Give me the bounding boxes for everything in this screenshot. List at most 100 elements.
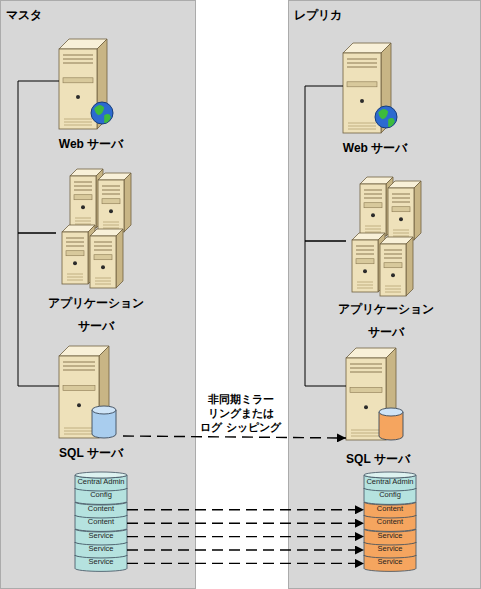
layer-body (75, 542, 127, 558)
site-panel: Web サーバアプリケーション サーバSQL サーバCentral AdminC… (0, 0, 196, 589)
tower-side (124, 173, 131, 232)
server-label: アプリケーション サーバ (334, 298, 438, 344)
layer-label: Config (364, 490, 416, 500)
tower-button (363, 269, 367, 273)
tower-slot (350, 364, 382, 365)
database-top (379, 408, 403, 416)
tower-bay (74, 195, 92, 200)
tower-vent (103, 228, 119, 229)
tower-side (406, 237, 413, 296)
tower-slot (63, 366, 95, 367)
server-tower (388, 181, 421, 240)
layer-body (75, 515, 127, 531)
tower-slot (347, 67, 377, 68)
replication-arrow (127, 563, 364, 564)
tower-bay (356, 259, 374, 264)
tower-vent (385, 286, 401, 287)
replication-arrow (127, 509, 364, 510)
tower-vent (95, 281, 111, 282)
database-layer: Content (364, 515, 416, 528)
layer-label: Content (364, 504, 416, 514)
tower-slot (63, 59, 93, 60)
tower-front (360, 184, 386, 236)
tower-bay (347, 82, 377, 87)
tower-button (73, 261, 77, 265)
tower-slot (356, 254, 374, 255)
database-layer: Service (75, 555, 127, 568)
panel-heading: マスタ (6, 7, 42, 23)
application-server: アプリケーション サーバ (56, 169, 136, 339)
tower-slot (356, 246, 374, 247)
layer-body (75, 488, 127, 504)
tower-vent (64, 428, 94, 429)
database-layer: Content (364, 502, 416, 515)
tower-button (76, 95, 80, 99)
database-layer: Service (364, 542, 416, 555)
tower-bay (63, 78, 93, 83)
tower-slot (94, 246, 112, 247)
tower-vent (357, 282, 373, 283)
tower-vent (67, 274, 83, 275)
tower-bay (384, 263, 402, 268)
tower-vent (67, 280, 83, 281)
layer-body (364, 542, 416, 558)
server-label: Web サーバ (343, 140, 407, 156)
tower-slot (102, 186, 120, 187)
server-tower (380, 237, 413, 296)
tower-slot (350, 368, 382, 369)
tower-button (399, 217, 403, 221)
tower-vent (348, 129, 376, 130)
layer-body (364, 475, 416, 491)
tower-front (380, 244, 406, 296)
database-symbol (92, 406, 116, 438)
database-symbol (379, 408, 403, 440)
tower-bay (66, 251, 84, 256)
replication-arrow (127, 536, 364, 537)
tower-vent (365, 226, 381, 227)
tower-slot (384, 254, 402, 255)
tower-vent (357, 285, 373, 286)
tower-slot (66, 246, 84, 247)
tower-vent (351, 433, 381, 434)
tower-slot (74, 190, 92, 191)
tower-button (371, 213, 375, 217)
network-line (18, 233, 59, 386)
tower-slot (347, 59, 377, 60)
replication-arrow (127, 522, 364, 523)
tower-vent (385, 292, 401, 293)
tower-slot (392, 198, 410, 199)
server-icon (346, 346, 410, 468)
server-icon (343, 41, 407, 153)
tower-vent (365, 229, 381, 230)
database-layer: Service (364, 529, 416, 542)
tower-front (98, 180, 124, 232)
layer-body (364, 488, 416, 504)
network-line (305, 86, 346, 241)
layer-label: Service (75, 544, 127, 554)
tower-vent (103, 222, 119, 223)
tower-vent (67, 277, 83, 278)
server-label: SQL サーバ (346, 451, 410, 467)
tower-vent (75, 218, 91, 219)
tower-button (77, 403, 81, 407)
tower-vent (64, 434, 94, 435)
layer-body (364, 515, 416, 531)
tower-slot (364, 198, 382, 199)
server-icon (56, 169, 136, 339)
globe-land (388, 118, 395, 127)
tower-slot (94, 250, 112, 251)
server-icon (346, 177, 426, 347)
tower-slot (347, 63, 377, 64)
tower-vent (103, 225, 119, 226)
database-layer: Central Admin (364, 475, 416, 488)
tower-front (352, 240, 378, 292)
layer-label: Service (75, 557, 127, 567)
tower-button (109, 209, 113, 213)
tower-front (388, 188, 414, 240)
layer-body (75, 502, 127, 518)
layer-label: Service (364, 544, 416, 554)
tower-bay (102, 199, 120, 204)
web-server: Web サーバ (59, 37, 123, 149)
